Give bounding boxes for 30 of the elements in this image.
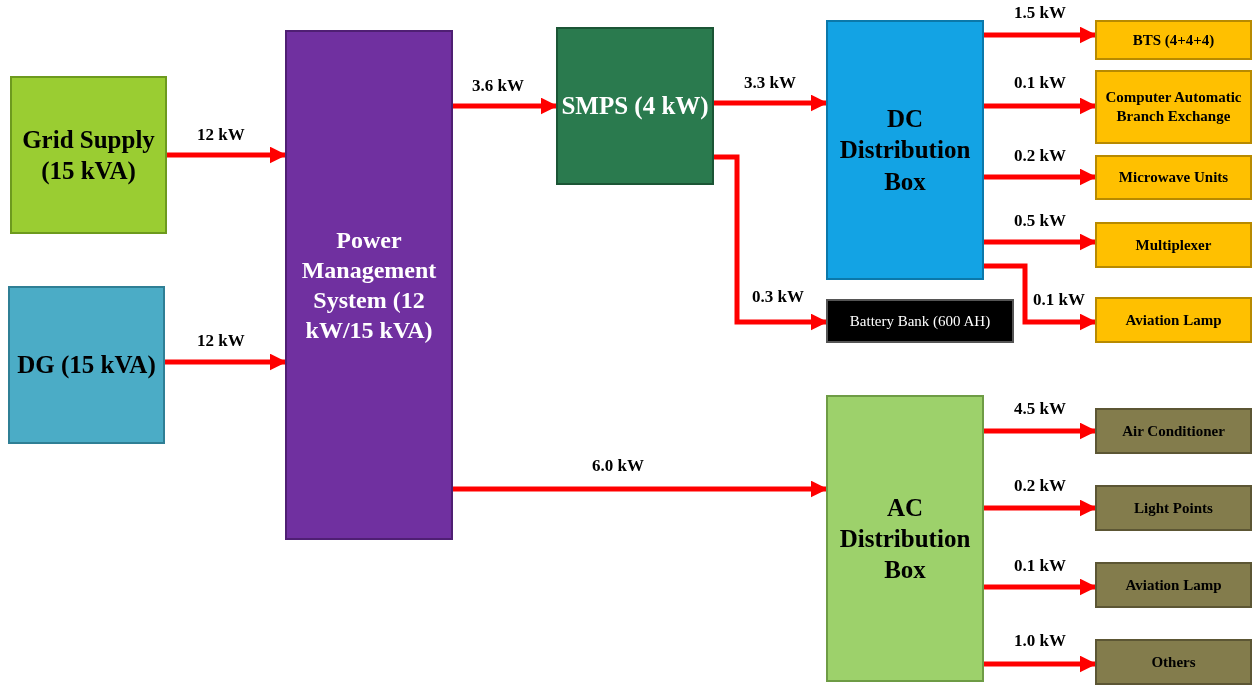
arrow — [984, 499, 1097, 517]
load-box: Others — [1095, 639, 1252, 685]
arrow — [984, 168, 1097, 186]
load-box: Microwave Units — [1095, 155, 1252, 200]
arrow — [984, 578, 1097, 596]
arrow — [167, 146, 287, 164]
process-box: Power Management System (12 kW/15 kVA) — [285, 30, 453, 540]
arrow — [984, 97, 1097, 115]
process-box: SMPS (4 kW) — [556, 27, 714, 185]
battery-box: Battery Bank (600 AH) — [826, 299, 1014, 343]
arrow — [453, 97, 558, 115]
arrow — [984, 263, 1097, 331]
distribution-box: DC Distribution Box — [826, 20, 984, 280]
arrow — [453, 480, 828, 498]
arrow — [984, 26, 1097, 44]
distribution-box: AC Distribution Box — [826, 395, 984, 682]
load-box: Aviation Lamp — [1095, 297, 1252, 343]
load-box: Air Conditioner — [1095, 408, 1252, 454]
load-box: Computer Automatic Branch Exchange — [1095, 70, 1252, 144]
arrow — [714, 154, 828, 331]
source-box: DG (15 kVA) — [8, 286, 165, 444]
arrow — [165, 353, 287, 371]
arrow — [714, 94, 828, 112]
load-box: Aviation Lamp — [1095, 562, 1252, 608]
arrow — [984, 422, 1097, 440]
source-box: Grid Supply (15 kVA) — [10, 76, 167, 234]
load-box: Light Points — [1095, 485, 1252, 531]
arrow — [984, 233, 1097, 251]
load-box: BTS (4+4+4) — [1095, 20, 1252, 60]
load-box: Multiplexer — [1095, 222, 1252, 268]
